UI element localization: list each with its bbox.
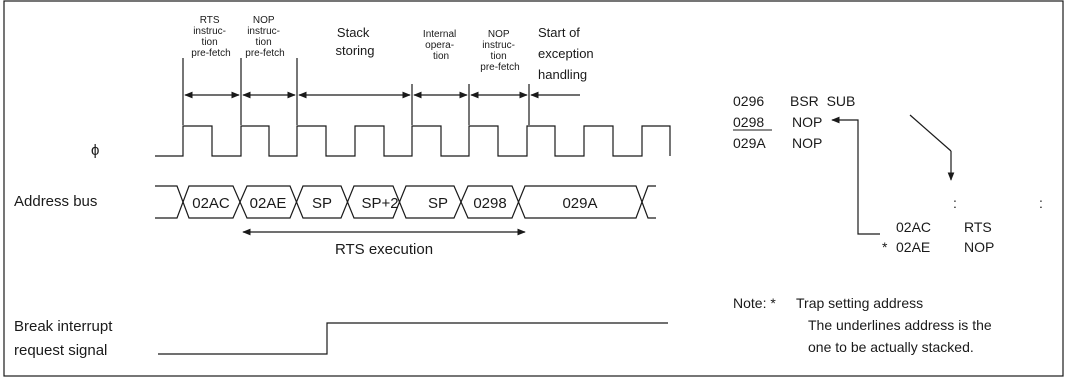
ellipsis-dots-left: : [953,195,957,211]
phase-nop-prefetch-2-label: NOP instruc- tion pre-fetch [480,29,519,73]
bus-cycle-029a: 029A [562,195,597,212]
phase-boundaries [182,58,530,125]
ellipsis-dots-right: : [1039,195,1043,211]
flow-arrows [831,114,955,235]
break-interrupt-label: Break interrupt request signal [14,318,117,359]
phase-internal-operation-label: Internal opera- tion [423,29,459,62]
phase-start-exception-label: Start of exception handling [538,25,597,82]
bus-cycle-labels: 02AC 02AE SP SP+2 SP 0298 029A [192,195,597,212]
phi-label: ϕ [91,142,99,159]
code-instr-nop-1: NOP [792,114,822,130]
code-addr-029a: 029A [733,135,766,151]
note-line-2: The underlines address is the [808,317,992,333]
bus-cycle-sp: SP [312,195,332,212]
phase-nop-prefetch-1-label: NOP instruc- tion pre-fetch [245,15,284,59]
address-bus-label: Address bus [14,193,97,210]
phase-stack-storing-label: Stack storing [335,25,374,58]
return-arrow-path [831,116,880,235]
code-instr-rts: RTS [964,219,992,235]
bus-cycle-02ae: 02AE [250,195,287,212]
code-listing-top: 0296 BSR SUB 0298 NOP 029A NOP [733,93,855,151]
bus-cycle-0298: 0298 [473,195,506,212]
rts-execution-label: RTS execution [335,241,433,258]
code-instr-nop-3: NOP [964,239,994,255]
code-instr-nop-2: NOP [792,135,822,151]
note-line-3: one to be actually stacked. [808,339,974,355]
note-block: Note: * Trap setting address The underli… [733,295,992,355]
bus-cycle-sp-2: SP [428,195,448,212]
code-addr-0298: 0298 [733,114,764,130]
phase-rts-prefetch-label: RTS instruc- tion pre-fetch [191,15,230,59]
code-addr-0296: 0296 [733,93,764,109]
code-instr-bsr-sub: BSR SUB [790,93,855,109]
bus-cycle-sp-plus-2: SP+2 [361,195,398,212]
phi-clock-waveform [155,125,671,157]
address-bus-waveform [155,185,656,219]
note-prefix: Note: * [733,295,776,311]
trap-marker-asterisk: * [882,239,888,255]
call-arrow-diagonal [909,114,952,152]
figure-border [3,0,1064,377]
bus-cycle-02ac: 02AC [192,195,230,212]
break-interrupt-waveform [158,322,668,355]
code-listing-bottom: 02AC RTS * 02AE NOP [882,219,994,255]
code-addr-02ae: 02AE [896,239,930,255]
code-addr-02ac: 02AC [896,219,931,235]
note-line-1: Trap setting address [796,295,923,311]
phase-labels: RTS instruc- tion pre-fetch NOP instruc-… [191,15,597,82]
